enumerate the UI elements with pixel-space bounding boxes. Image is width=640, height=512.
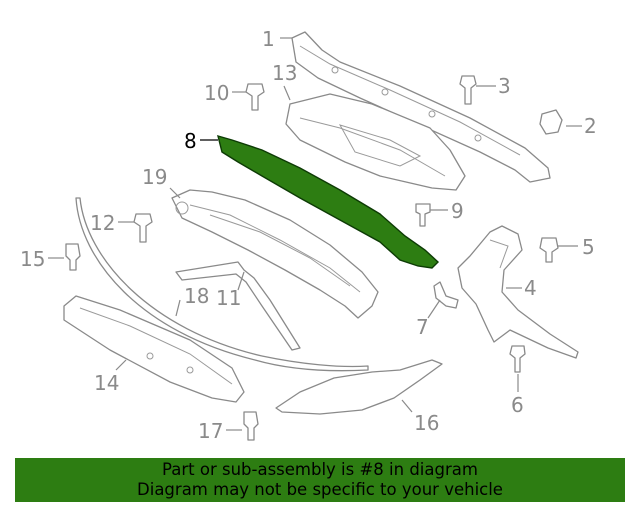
callout-14: 14 (94, 371, 119, 395)
part-16-lower-deflector (275, 359, 443, 415)
callout-1: 1 (262, 27, 275, 51)
callout-19: 19 (142, 165, 167, 189)
callout-17: 17 (198, 419, 223, 443)
notice-banner: Part or sub-assembly is #8 in diagram Di… (15, 458, 625, 502)
callout-15: 15 (20, 247, 45, 271)
leader-lines (48, 37, 582, 431)
part-14-lower-panel (63, 295, 245, 403)
part-8-highlighted-bar (217, 134, 440, 269)
part-9-bolt (415, 203, 431, 227)
callout-18: 18 (184, 284, 209, 308)
part-4-side-bracket (457, 225, 579, 359)
banner-line-1: Part or sub-assembly is #8 in diagram (162, 460, 478, 479)
part-12-bolt (133, 213, 153, 243)
callout-13: 13 (272, 61, 297, 85)
callout-3: 3 (498, 74, 511, 98)
part-19-bracket (171, 189, 379, 319)
callout-12: 12 (90, 211, 115, 235)
part-6-bolt (509, 345, 526, 373)
part-11-strut (175, 261, 301, 351)
banner-line-2: Diagram may not be specific to your vehi… (137, 480, 503, 499)
part-7-clip (433, 281, 459, 309)
callout-8: 8 (184, 129, 197, 153)
callout-16: 16 (414, 411, 439, 435)
part-15-push-pin (65, 243, 81, 271)
part-2-nut (539, 109, 563, 135)
part-3-bolt (459, 75, 477, 105)
callout-7: 7 (416, 315, 429, 339)
callout-4: 4 (524, 276, 537, 300)
callout-9: 9 (451, 199, 464, 223)
parts-diagram: 1 2 3 4 5 6 7 8 9 10 11 12 13 14 15 16 1… (20, 27, 597, 443)
callout-6: 6 (511, 393, 524, 417)
callout-10: 10 (204, 81, 229, 105)
part-5-push-pin (539, 237, 559, 263)
part-17-push-pin (243, 411, 259, 441)
callout-2: 2 (584, 114, 597, 138)
part-13-air-deflector (285, 93, 466, 191)
callout-11: 11 (216, 286, 241, 310)
part-1-radiator-support (291, 31, 551, 183)
part-18-trim-strip (75, 197, 369, 372)
callout-5: 5 (582, 235, 595, 259)
part-10-bolt (245, 83, 265, 111)
